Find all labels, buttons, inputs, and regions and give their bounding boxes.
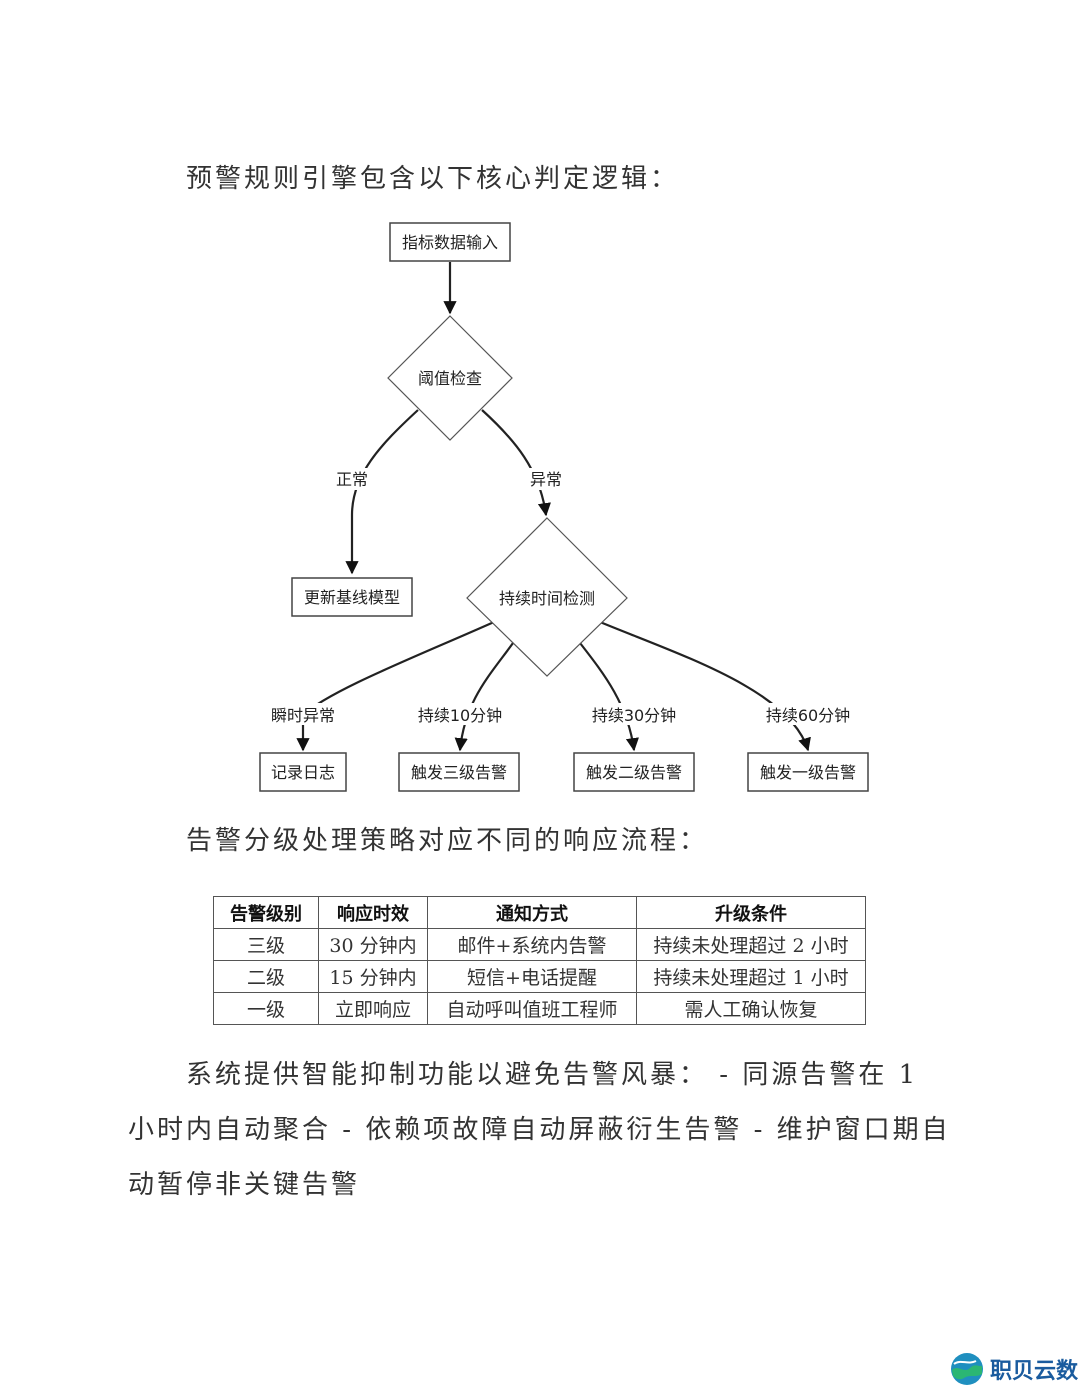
table-row: 一级 立即响应 自动呼叫值班工程师 需人工确认恢复: [213, 992, 866, 1025]
header-escalation: 升级条件: [636, 896, 866, 929]
cell-response-time: 30 分钟内: [318, 928, 428, 961]
edge-label-normal: 正常: [336, 470, 368, 489]
node-input: 指标数据输入: [389, 222, 511, 262]
alert-flowchart: 指标数据输入 阈值检查 更新基线模型 持续时间检测 记录日志 触发三级告警 触发…: [259, 222, 869, 792]
header-response-time: 响应时效: [318, 896, 428, 929]
edge-label-instant: 瞬时异常: [271, 706, 335, 725]
brand-name: 职贝云数: [990, 1359, 1079, 1384]
edge-duration-level2: [579, 642, 639, 752]
header-notify-method: 通知方式: [427, 896, 637, 929]
table-header-row: 告警级别 响应时效 通知方式 升级条件: [213, 896, 866, 929]
edge-duration-log: [296, 620, 495, 752]
svg-text:触发二级告警: 触发二级告警: [586, 763, 682, 782]
edge-threshold-duration: [481, 409, 551, 517]
cell-escalation: 持续未处理超过 2 小时: [636, 928, 866, 961]
node-level1: 触发一级告警: [747, 752, 869, 792]
table-intro-paragraph: 告警分级处理策略对应不同的响应流程：: [186, 826, 709, 856]
svg-text:持续时间检测: 持续时间检测: [499, 589, 595, 608]
wave-globe-icon: [951, 1353, 983, 1385]
intro-paragraph: 预警规则引擎包含以下核心判定逻辑：: [186, 164, 680, 194]
brand-logo: 职贝云数: [950, 1352, 1078, 1386]
cell-level: 一级: [213, 992, 319, 1025]
alert-level-table: 告警级别 响应时效 通知方式 升级条件 三级 30 分钟内 邮件+系统内告警 持…: [213, 896, 866, 1025]
cell-level: 三级: [213, 928, 319, 961]
table-row: 三级 30 分钟内 邮件+系统内告警 持续未处理超过 2 小时: [213, 928, 866, 961]
table-row: 二级 15 分钟内 短信+电话提醒 持续未处理超过 1 小时: [213, 960, 866, 993]
node-level3: 触发三级告警: [398, 752, 520, 792]
node-log: 记录日志: [259, 752, 347, 792]
cell-response-time: 15 分钟内: [318, 960, 428, 993]
cell-escalation: 持续未处理超过 1 小时: [636, 960, 866, 993]
node-threshold-check: 阈值检查: [387, 315, 513, 441]
svg-text:记录日志: 记录日志: [271, 763, 335, 782]
cell-level: 二级: [213, 960, 319, 993]
edge-duration-level1: [599, 620, 811, 752]
svg-text:触发一级告警: 触发一级告警: [760, 763, 856, 782]
cell-escalation: 需人工确认恢复: [636, 992, 866, 1025]
edge-label-60min: 持续60分钟: [766, 706, 850, 725]
edge-label-30min: 持续30分钟: [592, 706, 676, 725]
svg-text:阈值检查: 阈值检查: [418, 369, 482, 388]
cell-notify-method: 短信+电话提醒: [427, 960, 637, 993]
cell-notify-method: 自动呼叫值班工程师: [427, 992, 637, 1025]
header-level: 告警级别: [213, 896, 319, 929]
svg-text:更新基线模型: 更新基线模型: [304, 588, 400, 607]
edge-label-abnormal: 异常: [530, 470, 562, 489]
node-level2: 触发二级告警: [573, 752, 695, 792]
cell-response-time: 立即响应: [318, 992, 428, 1025]
node-duration-check: 持续时间检测: [466, 517, 628, 677]
edge-duration-level3: [454, 642, 514, 752]
node-update-baseline: 更新基线模型: [291, 577, 413, 617]
closing-paragraph: 系统提供智能抑制功能以避免告警风暴： - 同源告警在 1 小时内自动聚合 - 依…: [128, 1060, 951, 1200]
edge-threshold-update: [345, 409, 419, 575]
edge-label-10min: 持续10分钟: [418, 706, 502, 725]
cell-notify-method: 邮件+系统内告警: [427, 928, 637, 961]
svg-text:触发三级告警: 触发三级告警: [411, 763, 507, 782]
svg-text:指标数据输入: 指标数据输入: [402, 233, 498, 252]
